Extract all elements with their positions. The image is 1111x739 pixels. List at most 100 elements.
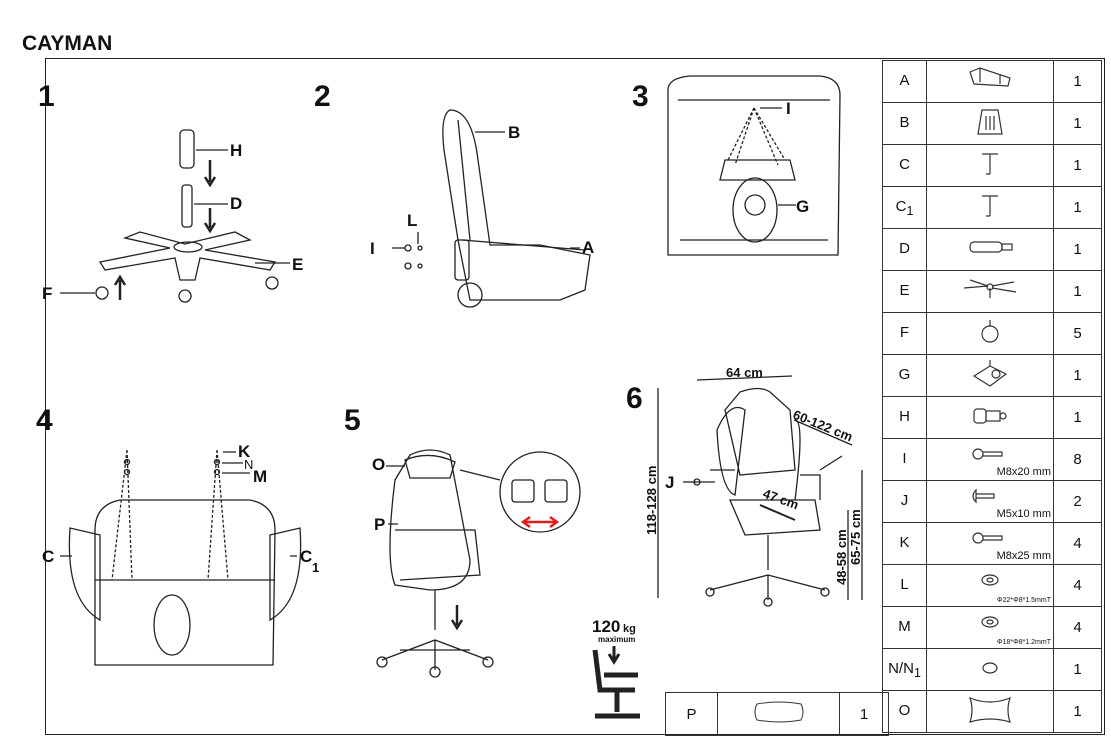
washer-icon — [981, 615, 999, 628]
label-i: I — [370, 239, 375, 258]
dimension-armrest-height: 65-75 cm — [848, 509, 863, 565]
bolt-icon — [972, 447, 1003, 460]
armrest-icon — [982, 152, 998, 175]
part-spec: Φ22*Φ8*1.5mmT — [997, 597, 1051, 604]
label-n: N — [244, 457, 253, 472]
part-id-cell: B — [882, 102, 927, 145]
dimension-width: 64 cm — [726, 365, 763, 380]
chair-load-icon — [592, 649, 640, 719]
label-c1: C — [300, 547, 312, 566]
part-id-cell: J — [882, 480, 927, 523]
table-row: I M8x20 mm 8 — [882, 438, 1102, 481]
part-qty: 1 — [1053, 270, 1102, 313]
part-qty: 1 — [1053, 102, 1102, 145]
load-value: 120 — [592, 617, 620, 636]
base-icon — [963, 278, 1017, 298]
extra-part-table: P 1 — [665, 692, 889, 736]
mechanism-icon — [972, 359, 1008, 387]
label-b: B — [508, 123, 520, 142]
spring-washer-icon — [982, 661, 998, 674]
step-number: 2 — [314, 80, 331, 113]
step-number: 5 — [344, 404, 361, 437]
part-id: E — [899, 281, 910, 299]
part-qty: 1 — [1053, 60, 1102, 103]
step-4: 4 K N M C C 1 — [36, 404, 319, 666]
step-2: 2 B L I A — [314, 80, 594, 308]
part-qty: 1 — [1053, 396, 1102, 439]
part-id-cell: N/N1 — [882, 648, 927, 691]
step-number: 3 — [632, 80, 649, 113]
part-qty: 1 — [839, 692, 889, 736]
document-title: CAYMAN — [22, 32, 113, 55]
dimension-height: 118-128 cm — [644, 466, 659, 535]
part-id-subscript: 1 — [906, 203, 914, 218]
label-p: P — [374, 515, 385, 534]
caster-drawing — [95, 286, 109, 300]
part-id: I — [902, 449, 907, 467]
table-row: N/N1 1 — [882, 648, 1102, 691]
part-id: A — [899, 71, 910, 89]
width-dimension-line — [696, 375, 793, 381]
part-image-cell — [926, 102, 1054, 145]
seat-bottom-drawing — [94, 499, 276, 666]
label-i: I — [786, 99, 791, 118]
table-row: J M5x10 mm 2 — [882, 480, 1102, 523]
part-id-cell: K — [882, 522, 927, 565]
table-row: M Φ18*Φ8*1.2mmT 4 — [882, 606, 1102, 649]
load-note: maximum — [598, 635, 635, 644]
chair-drawing — [389, 449, 471, 591]
caster-icon — [981, 319, 999, 343]
bolt-icon — [972, 531, 1003, 544]
part-id-cell: L — [882, 564, 927, 607]
part-image-cell: M8x25 mm — [926, 522, 1054, 565]
table-row: E 1 — [882, 270, 1102, 313]
label-e: E — [292, 255, 303, 274]
part-qty: 1 — [1053, 144, 1102, 187]
double-arrow-icon — [520, 515, 560, 529]
buckle-detail-drawing — [499, 451, 581, 533]
arrow-down-icon — [450, 605, 464, 631]
part-image-cell — [926, 228, 1054, 271]
label-l: L — [407, 211, 417, 230]
table-row: A 1 — [882, 60, 1102, 103]
gas-cover-icon — [973, 407, 1007, 424]
label-a: A — [582, 238, 594, 257]
table-row: K M8x25 mm 4 — [882, 522, 1102, 565]
arrow-down-icon — [203, 208, 217, 234]
seat-icon — [969, 66, 1011, 87]
part-qty: 1 — [1053, 690, 1102, 733]
backrest-icon — [977, 108, 1003, 135]
part-qty: 4 — [1053, 564, 1102, 607]
part-image-cell — [926, 690, 1054, 733]
part-id-cell: E — [882, 270, 927, 313]
table-row: B 1 — [882, 102, 1102, 145]
part-id-cell: M — [882, 606, 927, 649]
dimension-seat-height: 48-58 cm — [834, 529, 849, 585]
part-image-cell: M8x20 mm — [926, 438, 1054, 481]
step-6: 6 J 64 cm 60-122 cm 118-128 cm 47 cm 48-… — [626, 365, 863, 607]
part-id: N/N — [888, 659, 914, 677]
load-unit: kg — [623, 623, 636, 635]
gas-lift-icon — [969, 240, 1013, 253]
part-image-cell — [926, 396, 1054, 439]
part-image-cell — [926, 354, 1054, 397]
part-id: J — [900, 491, 909, 509]
part-image-cell — [926, 312, 1054, 355]
max-load-indicator: 120 kg maximum — [592, 617, 640, 719]
part-qty: 1 — [1053, 186, 1102, 229]
label-k: K — [238, 442, 251, 461]
part-qty: 1 — [1053, 354, 1102, 397]
table-row: F 5 — [882, 312, 1102, 355]
base-drawing — [98, 231, 277, 281]
part-id: D — [899, 239, 910, 257]
label-d: D — [230, 194, 242, 213]
part-qty: 5 — [1053, 312, 1102, 355]
washer-icon — [981, 573, 999, 586]
part-spec: M8x25 mm — [996, 550, 1051, 562]
seat-side-drawing — [442, 109, 591, 301]
part-id: G — [898, 365, 911, 383]
part-qty: 1 — [1053, 228, 1102, 271]
label-o: O — [372, 455, 385, 474]
part-id: B — [899, 113, 910, 131]
lumbar-pillow-icon — [717, 692, 840, 736]
